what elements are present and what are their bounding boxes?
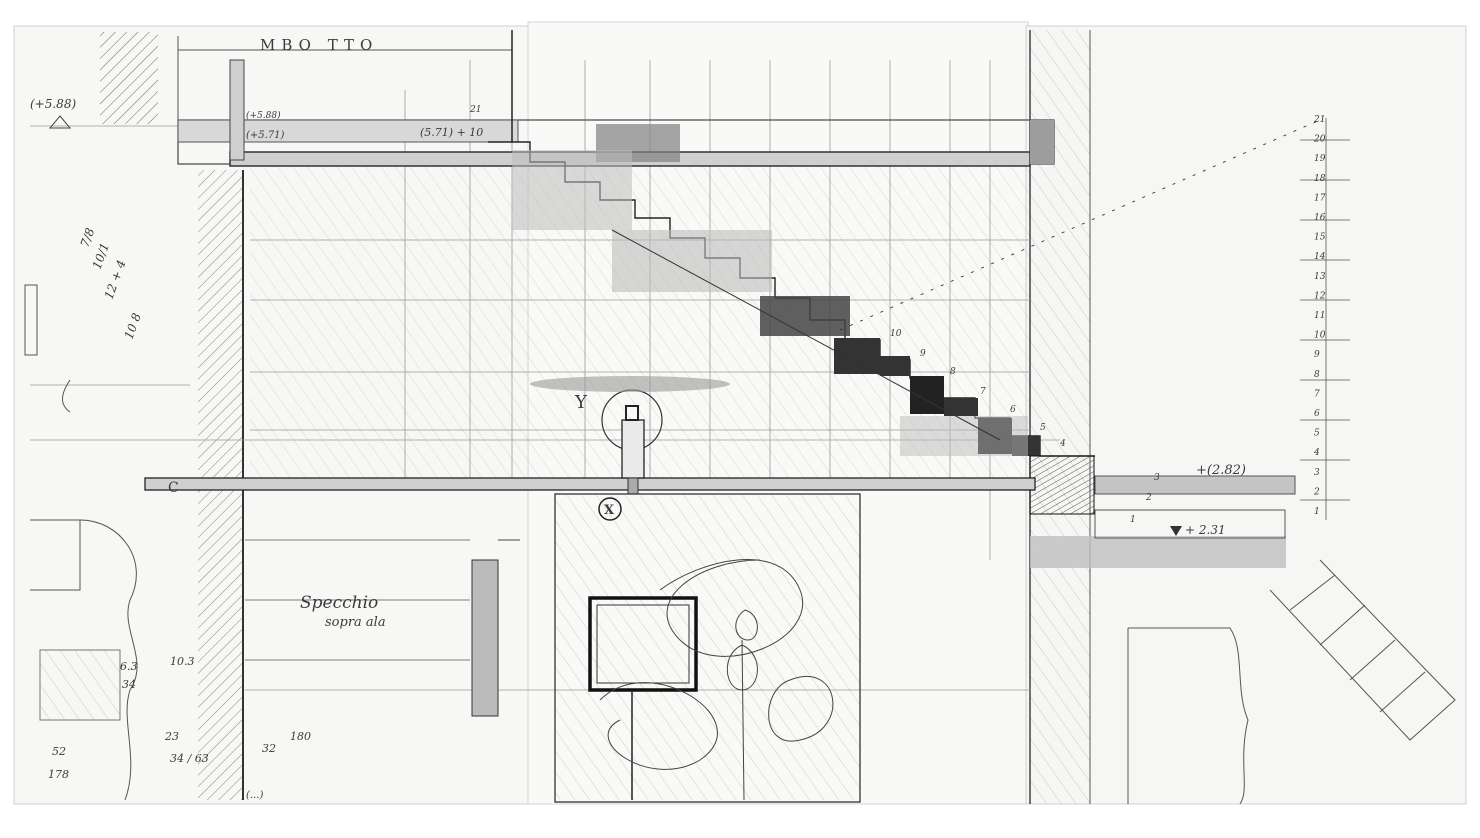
step-number: 5: [1040, 423, 1046, 433]
lower-room-outline: [554, 493, 861, 803]
scale-number: 12: [1314, 291, 1326, 301]
lower-floor-slab: [144, 477, 1036, 491]
scale-number: 9: [1314, 350, 1320, 360]
marker-y-label: Y: [574, 392, 588, 413]
column-base: [627, 477, 639, 495]
stair-step-numbers: 1 2 3 4 5 6 7 8 9 10: [890, 329, 1160, 525]
upper-level-a: (+5.88): [246, 110, 281, 121]
step-number: 1: [1130, 515, 1136, 525]
scale-number: 20: [1313, 135, 1326, 145]
sketch-number: 52: [52, 745, 66, 758]
sketch-number: 7/8: [78, 226, 98, 249]
step-number: 10: [890, 329, 902, 339]
upper-level-d: 21: [469, 105, 481, 115]
upper-level-b: (+5.71): [246, 130, 285, 141]
margin-sketches: [24, 284, 138, 801]
sketch-number: 32: [262, 742, 276, 755]
step-number: 6: [1010, 405, 1016, 415]
step-number: 8: [950, 367, 956, 377]
scale-number: 4: [1313, 448, 1320, 458]
marker-x-circle: [598, 497, 622, 521]
scale-number: 10: [1314, 331, 1326, 341]
right-margin-sketch: [1127, 559, 1456, 805]
marker-c-label: C: [168, 480, 179, 496]
scale-number: 7: [1314, 389, 1320, 399]
level-triangle-icon: [1170, 526, 1182, 536]
upper-level-c: (5.71) + 10: [420, 126, 483, 139]
sketch-number: 34: [122, 678, 136, 691]
scale-number: 11: [1314, 311, 1325, 321]
scale-number: 8: [1314, 370, 1320, 380]
step-number: 9: [920, 349, 926, 359]
stair-diagonal: [611, 229, 1001, 441]
marker-x-label: X: [604, 503, 615, 518]
elevation-left: (+5.88): [30, 97, 76, 111]
note-specchio: Specchio: [300, 593, 378, 613]
corner-note: (...): [246, 790, 263, 801]
scale-number: 16: [1314, 213, 1326, 223]
column-cap: [625, 405, 639, 421]
scale-number: 14: [1314, 252, 1326, 262]
sketch-number: 178: [48, 768, 69, 781]
lower-room-shading: [555, 495, 860, 800]
scale-number: 19: [1314, 154, 1326, 164]
mirror-frame: [588, 596, 698, 692]
plant-sketch: [599, 559, 834, 801]
scale-number: 15: [1314, 233, 1326, 243]
sketch-number: 180: [290, 730, 311, 743]
scale-number: 17: [1314, 193, 1326, 203]
top-post: [229, 59, 245, 161]
scale-number: 5: [1314, 429, 1320, 439]
bottom-margin-numbers: 52 178 6.3 34 10.3 180 32 23 34 / 63: [48, 655, 311, 781]
step-number: 3: [1154, 473, 1160, 483]
scale-number: 1: [1314, 507, 1320, 517]
step-number: 4: [1059, 439, 1066, 449]
landing-slab: [1094, 475, 1296, 495]
scale-number: 13: [1314, 272, 1326, 282]
scale-number: 21: [1313, 115, 1325, 125]
landing-lower: [1094, 509, 1286, 539]
scale-number: 6: [1314, 409, 1320, 419]
top-left-wall: [100, 32, 158, 124]
sketch-number: 10.3: [170, 655, 195, 668]
scale-number: 2: [1313, 487, 1320, 497]
sketch-number: 23: [164, 730, 179, 743]
slab-end: [1030, 120, 1054, 164]
sketch-number: 6.3: [120, 660, 138, 673]
lower-room-ruling: [245, 539, 470, 661]
right-level-lower: + 2.31: [1185, 523, 1226, 537]
right-level-upper: +(2.82): [1196, 463, 1246, 478]
note-sopra-ala: sopra ala: [325, 615, 386, 630]
scale-number: 3: [1314, 468, 1320, 478]
sketch-number: 34 / 63: [170, 752, 209, 765]
column: [621, 419, 645, 479]
step-number: 7: [980, 387, 986, 397]
column-shadow-band: [530, 376, 730, 392]
elevation-triangle-icon: [48, 115, 72, 129]
step-number: 2: [1145, 493, 1152, 503]
header-dimension-label: MBO TTO: [260, 36, 378, 54]
right-scale-ticks: [1300, 118, 1350, 520]
stair-tread-shading: [512, 150, 1286, 568]
paper-sheet-right: [1025, 25, 1467, 805]
left-door-jamb: [471, 559, 499, 717]
scale-number: 18: [1314, 174, 1326, 184]
